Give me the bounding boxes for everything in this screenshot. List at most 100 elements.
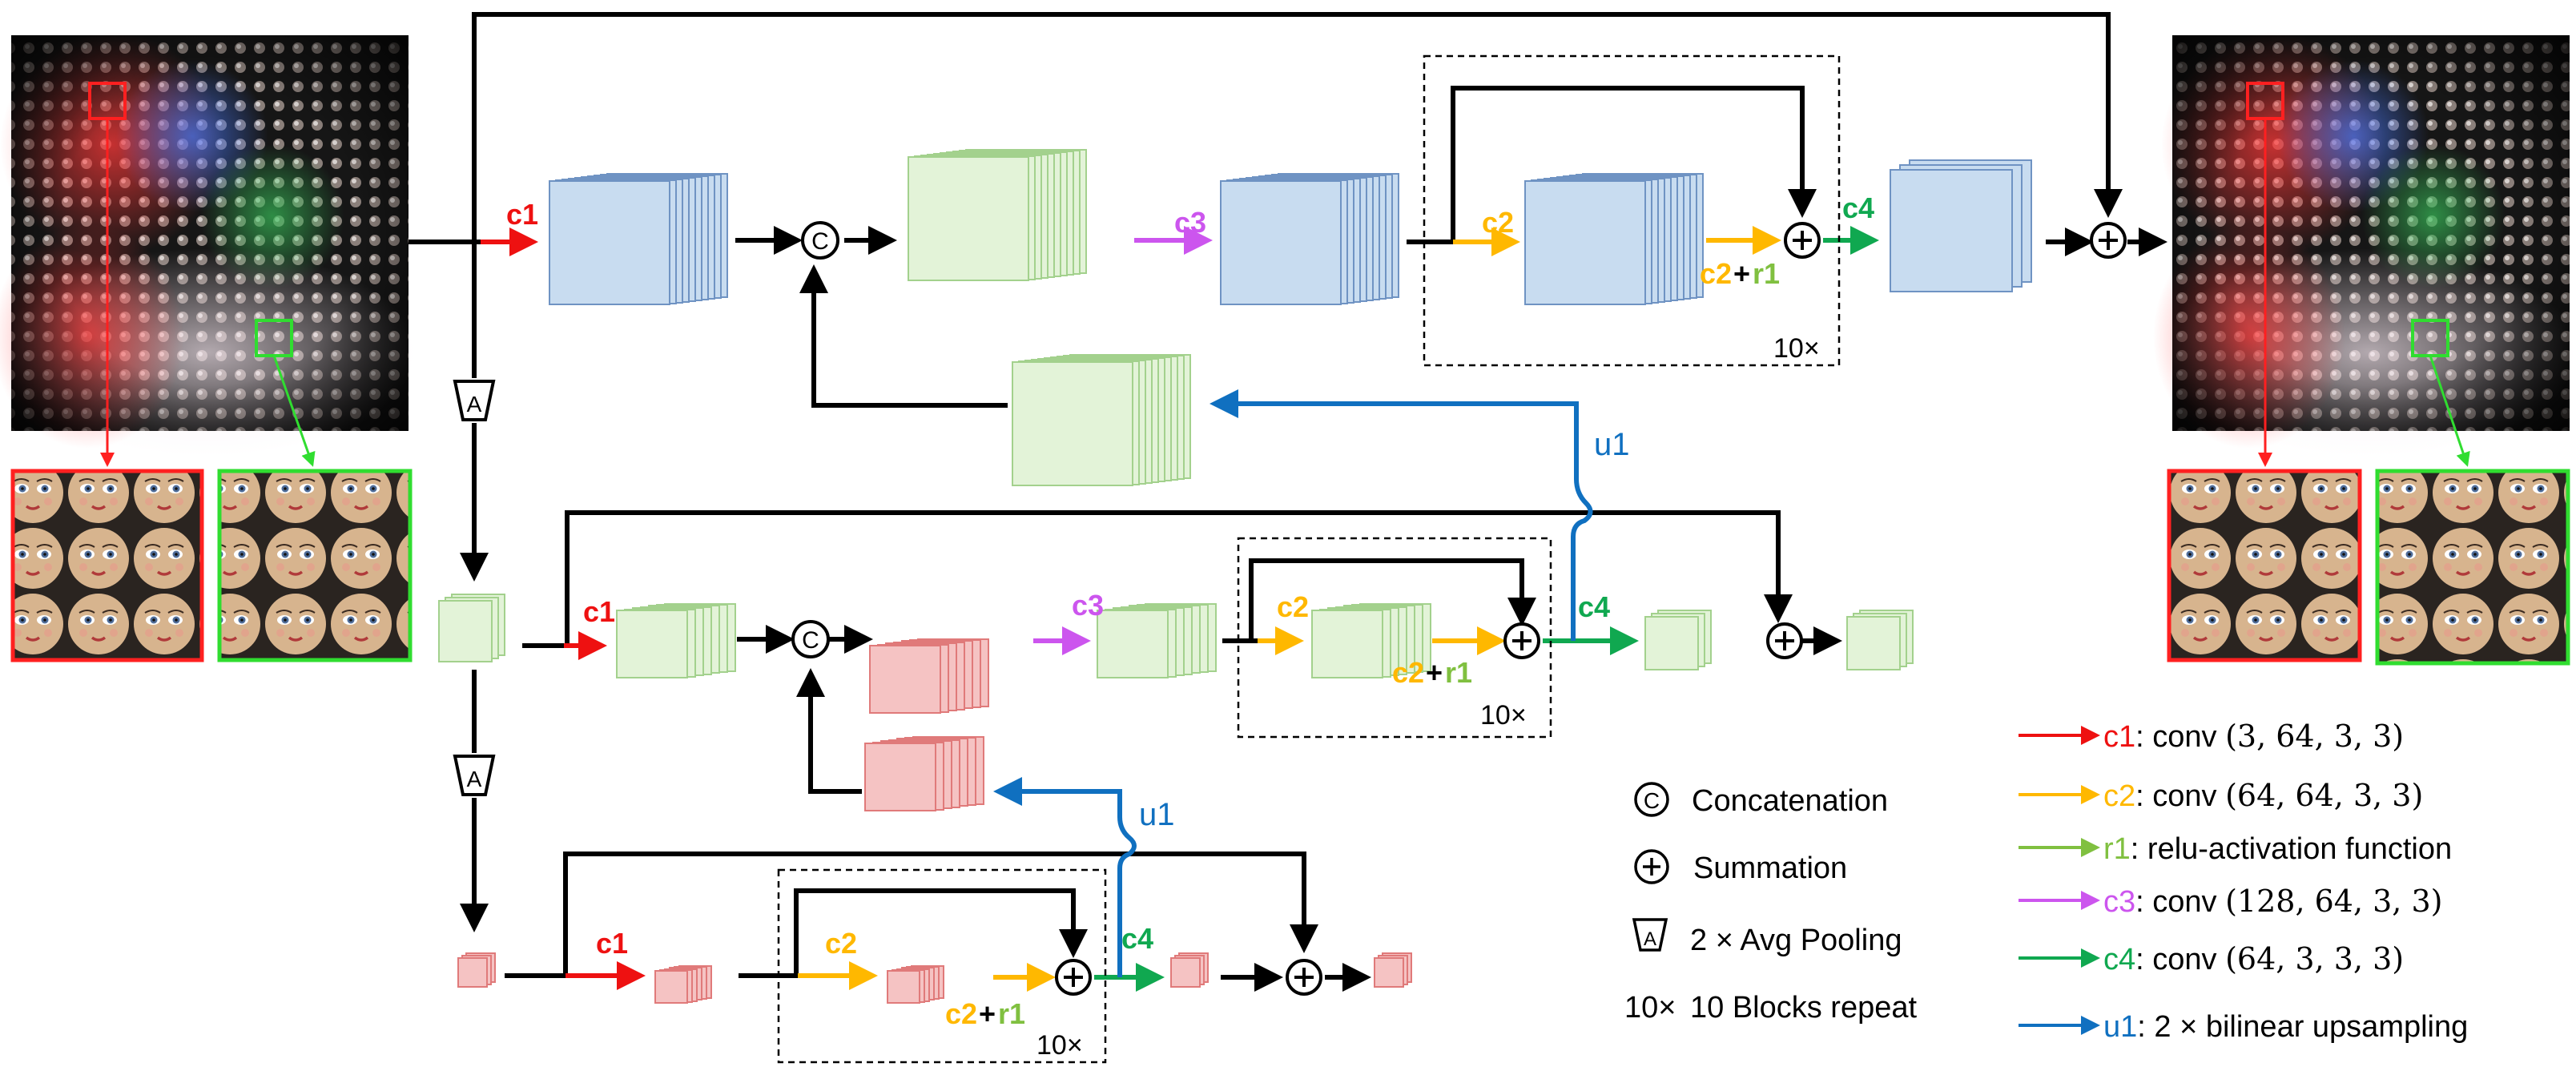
svg-text:c4: conv (64, 3, 3, 3): c4: conv (64, 3, 3, 3) [2103,941,2404,976]
row1-c2r1-r1: r1 [1753,257,1780,290]
row1-u1-label: u1 [1594,427,1630,462]
row2-repeat-box [1237,537,1552,739]
svg-text:u1: 2 × bilinear upsampling: u1: 2 × bilinear upsampling [2103,1010,2468,1044]
svg-text:c2: conv (64, 64, 3, 3): c2: conv (64, 64, 3, 3) [2103,778,2423,813]
row2-c3-feature-stack [1097,603,1217,678]
row1-upsampled-feature-stack [1012,354,1191,486]
legend-repeat-row: 10× 10 Blocks repeat [1624,991,1917,1025]
sum-node-row2-global [1766,622,1803,659]
sum-node-row2-resblock [1503,622,1540,659]
legend-repeat-text: 10 Blocks repeat [1690,991,1917,1025]
svg-text:r1: relu-activation function: r1: relu-activation function [2103,832,2452,866]
row2-c4-output-stack [1644,610,1712,670]
legend-pool-row: A 2 × Avg Pooling [1632,918,1902,957]
row2-repeat-label: 10× [1480,700,1527,731]
row3-c1-label: c1 [596,927,628,960]
concat-node-row2: C [791,620,830,658]
operation-labels: c1 c3 c2 c4 c2 + r1 u1 c1 c3 c2 c4 c2 + … [506,191,1874,1030]
sum-node-row3-global [1286,959,1322,996]
row1-c2r1-plus: + [1733,257,1750,290]
row3-c1-feature-stack [654,965,712,1004]
row1-c3-feature-stack [1220,173,1399,305]
row1-c2r1-c2: c2 [1700,257,1732,290]
legend-pool-text: 2 × Avg Pooling [1690,924,1902,957]
row2-c4-label: c4 [1578,590,1610,623]
legend-pool-icon [1632,918,1668,952]
row1-c1-feature-stack [549,173,728,305]
svg-text:A: A [467,767,482,791]
row3-c4-label: c4 [1121,922,1153,955]
row2-c1-label: c1 [583,595,615,628]
row1-repeat-box [1423,54,1841,367]
svg-text:A: A [1644,928,1656,950]
svg-text:c1: conv (3, 64, 3, 3): c1: conv (3, 64, 3, 3) [2103,719,2404,754]
operation-legend: c1: conv (3, 64, 3, 3) c2: conv (64, 64,… [2019,719,2468,1044]
legend-u1-row: u1: 2 × bilinear upsampling [2019,1010,2468,1044]
row3-c2r1-r1: r1 [998,997,1025,1030]
legend-concat-row: C Concatenation [1634,782,1888,818]
legend-c2-row: c2: conv (64, 64, 3, 3) [2019,778,2423,813]
row3-c4-output-stack [1170,952,1209,988]
row1-repeat-label: 10× [1773,333,1820,364]
row1-c2-label: c2 [1482,206,1514,239]
sum-node-row3-resblock [1055,959,1092,996]
row3-c2-label: c2 [825,927,857,960]
black-connectors [409,12,2167,992]
input-green-roi-arrow [272,355,316,467]
row2-u1-label: u1 [1139,797,1175,832]
row3-repeat-box [777,868,1107,1064]
symbol-legend: C Concatenation Summation A 2 × Avg Pool… [1624,782,1917,1025]
output-red-zoom-patch [2167,469,2362,662]
row2-c2-label: c2 [1277,590,1309,623]
legend-concat-text: Concatenation [1692,784,1888,818]
row1-c3-label: c3 [1174,206,1206,239]
legend-sum-icon [1634,849,1669,884]
legend-concat-icon [1634,782,1669,817]
avg-pool-node-2: A [453,755,496,796]
row2-c2r1-plus: + [1426,656,1443,689]
svg-text:C: C [802,627,819,654]
legend-repeat-prefix: 10× [1624,991,1676,1025]
svg-text:c3: conv (128, 64, 3, 3): c3: conv (128, 64, 3, 3) [2103,884,2442,919]
row3-repeat-label: 10× [1036,1030,1083,1061]
legend-r1-row: r1: relu-activation function [2019,832,2452,866]
avg-pool-node-1: A [453,380,496,421]
input-green-zoom-patch [217,469,413,662]
row2-upsampled-feature-stack [864,736,984,811]
row2-sum-output-stack [1846,610,1914,670]
legend-sum-row: Summation [1634,849,1847,885]
output-green-zoom-patch [2375,469,2570,666]
sum-node-row1-resblock [1784,222,1821,259]
row2-pooled-input-stack [438,594,505,662]
row1-resblock-feature-stack [1524,173,1704,305]
row2-c3-label: c3 [1072,589,1104,622]
svg-text:A: A [467,392,482,417]
input-lightfield-image [0,32,417,457]
row2-c2r1-r1: r1 [1445,656,1472,689]
row3-sum-output-stack [1374,952,1412,988]
colored-operation-arrows [481,226,1879,992]
legend-c3-row: c3: conv (128, 64, 3, 3) [2019,884,2442,919]
svg-text:C: C [811,228,829,255]
row2-concat-feature-stack [869,638,989,714]
row3-c2r1-c2: c2 [945,997,977,1030]
concat-node-row1: C [801,221,839,260]
output-lightfield-image [2153,32,2576,457]
output-green-roi-arrow [2429,355,2470,467]
sum-node [1055,222,2127,996]
legend-c4-row: c4: conv (64, 3, 3, 3) [2019,941,2404,976]
legend-c1-row: c1: conv (3, 64, 3, 3) [2019,719,2404,754]
row2-c2r1-c2: c2 [1392,656,1424,689]
legend-sum-text: Summation [1693,852,1847,885]
row1-c1-label: c1 [506,198,538,231]
sum-node-row1-global [2090,222,2127,259]
row3-c2r1-plus: + [979,997,996,1030]
svg-text:C: C [1644,788,1660,813]
row3-pooled-input-stack [457,952,496,988]
row2-c1-feature-stack [616,603,736,678]
input-red-zoom-patch [10,469,204,662]
row1-concat-feature-stack [908,149,1087,281]
row3-resblock-feature-stack [887,965,944,1004]
row1-c4-label: c4 [1842,191,1874,224]
